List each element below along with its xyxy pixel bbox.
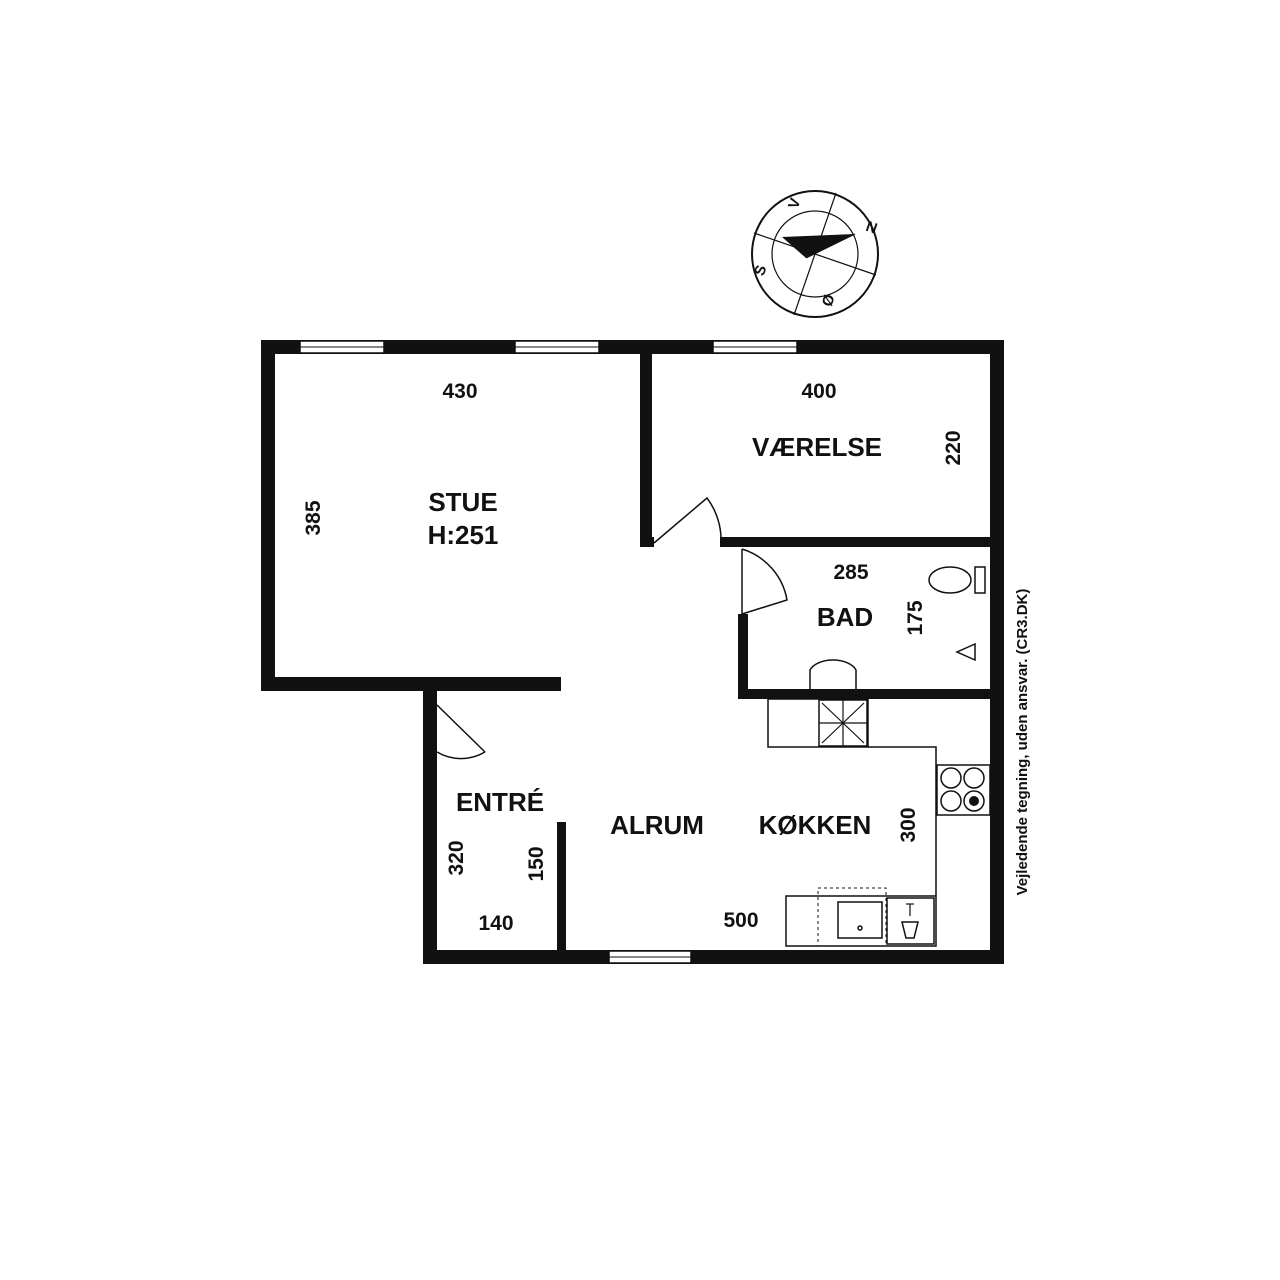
stove-icon [936, 764, 991, 816]
wall-stue-bottom [261, 677, 561, 691]
room-label-stue: STUE [428, 487, 497, 517]
doors [436, 496, 788, 760]
room-label-alrum: ALRUM [610, 810, 704, 840]
dimension-koekken-depth: 300 [897, 807, 920, 842]
room-label-entre: ENTRÉ [456, 787, 544, 817]
dimension-bad-width: 285 [833, 561, 868, 584]
wall-entre-inner [557, 822, 566, 950]
dimension-bad-depth: 175 [904, 600, 927, 635]
toilet-icon [928, 566, 986, 594]
compass-south-label: S [751, 263, 770, 278]
wall-bottom [423, 950, 1004, 964]
door-bad [741, 548, 788, 615]
compass-outer-ring [751, 190, 879, 318]
dimension-entre-depth: 320 [445, 840, 468, 875]
wall-bad-left [738, 614, 748, 699]
dimension-vaerelse-depth: 220 [942, 430, 965, 465]
room-label-koekken: KØKKEN [759, 810, 872, 840]
room-height-stue: H:251 [428, 520, 499, 550]
compass-west-label: V [785, 196, 804, 211]
wall-stue-vaerelse [640, 340, 652, 543]
dimension-entre-inner: 150 [525, 846, 548, 881]
compass-east-label: Ø [819, 292, 839, 309]
extractor-fan-icon [818, 699, 868, 747]
wall-left [261, 340, 275, 691]
compass-north-label: N [864, 218, 880, 238]
room-label-vaerelse: VÆRELSE [752, 432, 882, 462]
bath-sink-icon [809, 659, 857, 689]
disclaimer-text: Vejledende tegning, uden ansvar. (CR3.DK… [1014, 589, 1031, 896]
dimension-stue-depth: 385 [302, 500, 325, 535]
wall-bad-bottom [738, 689, 1004, 699]
door-vaerelse [653, 496, 722, 544]
dimension-koekken-width: 500 [723, 909, 758, 932]
room-label-bad: BAD [817, 602, 873, 632]
walls [261, 340, 1004, 964]
water-heater-icon [886, 897, 935, 945]
compass-inner-ring [771, 210, 859, 298]
wall-entre-left [423, 688, 437, 964]
dimension-vaerelse-width: 400 [801, 380, 836, 403]
wall-right [990, 340, 1004, 964]
compass: V N S Ø [751, 190, 880, 318]
door-entre [436, 704, 486, 760]
fixtures [767, 566, 991, 947]
dimension-stue-width: 430 [442, 380, 477, 403]
room-labels: STUE H:251 VÆRELSE BAD ENTRÉ ALRUM KØKKE… [428, 432, 882, 840]
kitchen-sink-icon [817, 887, 887, 947]
dimension-entre-width: 140 [478, 912, 513, 935]
compass-needle-icon [782, 234, 855, 258]
kitchen-counter [767, 698, 869, 748]
dimensions: 430 385 400 220 285 175 320 150 140 500 … [302, 380, 965, 935]
wall-vaerelse-bottom [720, 537, 1004, 547]
windows [299, 340, 798, 964]
shower-icon [955, 642, 976, 662]
wall-top [261, 340, 1004, 354]
